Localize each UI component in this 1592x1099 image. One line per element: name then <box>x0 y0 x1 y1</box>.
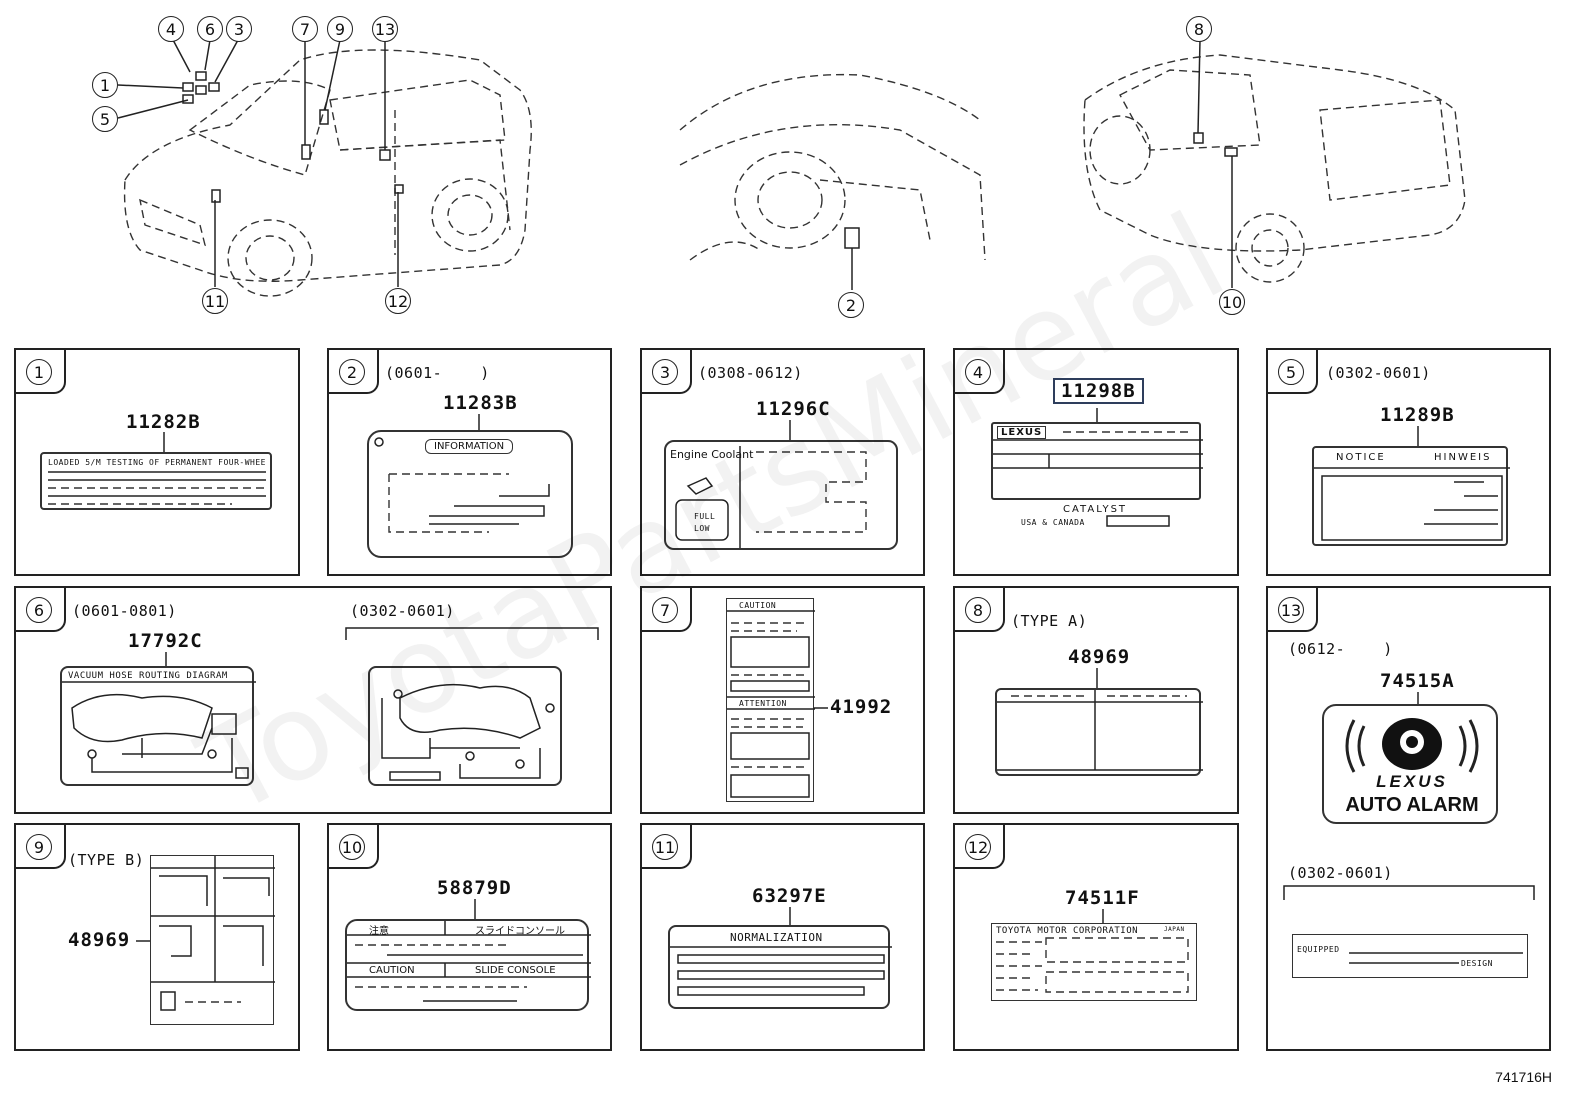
part-number[interactable]: 58879D <box>437 877 512 899</box>
panel-number: 6 <box>26 597 52 623</box>
car-front-view <box>117 37 532 297</box>
production-date-a: (0612- ) <box>1288 640 1393 658</box>
production-date: (0601- ) <box>385 364 490 382</box>
panel-number: 1 <box>26 359 52 385</box>
callout-11: 11 <box>202 288 228 314</box>
label-11289B: NOTICE HINWEIS <box>1312 446 1510 546</box>
panel-number: 3 <box>652 359 678 385</box>
callout-5: 5 <box>92 106 118 132</box>
panel-13: 13 (0612- ) 74515A LEXUS AUTO ALARM (030… <box>1266 586 1551 1051</box>
vehicle-illustrations <box>117 37 1466 297</box>
panel-3: 3 (0308-0612) 11296C Engine Coolant FULL… <box>640 348 925 576</box>
callout-7: 7 <box>292 16 318 42</box>
callout-2: 2 <box>838 292 864 318</box>
part-number[interactable]: 48969 <box>68 929 131 951</box>
part-number[interactable]: 11283B <box>443 392 518 414</box>
panel-10: 10 58879D 注意 スライドコンソール CAUTION SLIDE CON… <box>327 823 612 1051</box>
label-63297E: NORMALIZATION <box>668 925 892 1009</box>
car-rear-view <box>1083 39 1466 288</box>
part-number[interactable]: 17792C <box>128 630 203 652</box>
callout-6: 6 <box>197 16 223 42</box>
part-number[interactable]: 41992 <box>830 696 893 718</box>
panel-12: 12 74511F TOYOTA MOTOR CORPORATION JAPAN <box>953 823 1239 1051</box>
part-number-highlighted[interactable]: 11298B <box>1053 378 1144 404</box>
label-11298B: LEXUS CATALYST <box>991 422 1203 515</box>
callout-1: 1 <box>92 72 118 98</box>
part-number[interactable]: 74515A <box>1380 670 1455 692</box>
panel-number: 7 <box>652 597 678 623</box>
panel-5: 5 (0302-0601) 11289B NOTICE HINWEIS <box>1266 348 1551 576</box>
panel-number: 5 <box>1278 359 1304 385</box>
label-41992: CAUTION ATTENTION <box>726 598 815 802</box>
callout-13: 13 <box>372 16 398 42</box>
diagram-reference: 741716H <box>1495 1069 1552 1085</box>
panel-8: 8 (TYPE A) 48969 <box>953 586 1239 814</box>
label-17792-earlier <box>368 666 562 786</box>
part-number[interactable]: 11296C <box>756 398 831 420</box>
callout-4: 4 <box>158 16 184 42</box>
panel-number: 2 <box>339 359 365 385</box>
panel-6: 6 (0601-0801) (0302-0601) 17792C VACUUM … <box>14 586 612 814</box>
panel-number: 12 <box>965 834 991 860</box>
callout-10: 10 <box>1219 289 1245 315</box>
dashboard-view <box>679 73 986 290</box>
panel-number: 4 <box>965 359 991 385</box>
part-number[interactable]: 11282B <box>126 411 201 433</box>
label-11296C: Engine Coolant FULL LOW <box>664 440 898 550</box>
panel-number: 8 <box>965 597 991 623</box>
label-type: (TYPE A) <box>1011 612 1088 630</box>
label-74515-earlier: EQUIPPED DESIGN <box>1292 934 1528 978</box>
panel-7: 7 CAUTION ATTENTION 41992 <box>640 586 925 814</box>
label-11282B: LOADED 5/M TESTING OF PERMANENT FOUR-WHE… <box>40 452 272 510</box>
label-74511F: TOYOTA MOTOR CORPORATION JAPAN <box>991 923 1197 1001</box>
callout-3: 3 <box>226 16 252 42</box>
panel-11: 11 63297E NORMALIZATION <box>640 823 925 1051</box>
production-date: (0308-0612) <box>698 364 803 382</box>
panel-2: 2 (0601- ) 11283B INFORMATION <box>327 348 612 576</box>
label-48969-type-a <box>995 688 1203 776</box>
production-date: (0302-0601) <box>1326 364 1431 382</box>
callout-8: 8 <box>1186 16 1212 42</box>
panel-1: 1 11282B LOADED 5/M TESTING OF PERMANENT… <box>14 348 300 576</box>
production-date-a: (0601-0801) <box>72 602 177 620</box>
callout-9: 9 <box>327 16 353 42</box>
panel-number: 10 <box>339 834 365 860</box>
panel-number: 13 <box>1278 597 1304 623</box>
part-number[interactable]: 74511F <box>1065 887 1140 909</box>
label-74515A: LEXUS AUTO ALARM <box>1322 704 1498 824</box>
callout-12: 12 <box>385 288 411 314</box>
panel-4: 4 11298B LEXUS CATALYST USA & CANADA <box>953 348 1239 576</box>
production-date-b: (0302-0601) <box>1288 864 1393 882</box>
label-type: (TYPE B) <box>68 851 145 869</box>
panel-number: 11 <box>652 834 678 860</box>
label-17792C: VACUUM HOSE ROUTING DIAGRAM <box>60 666 256 786</box>
label-11283B: INFORMATION <box>367 430 573 558</box>
panel-number: 9 <box>26 834 52 860</box>
panel-9: 9 (TYPE B) 48969 <box>14 823 300 1051</box>
part-number[interactable]: 48969 <box>1068 646 1131 668</box>
part-number[interactable]: 63297E <box>752 885 827 907</box>
label-58879D: 注意 スライドコンソール CAUTION SLIDE CONSOLE <box>345 919 591 1011</box>
part-number[interactable]: 11289B <box>1380 404 1455 426</box>
production-date-b: (0302-0601) <box>350 602 455 620</box>
label-48969-type-b <box>150 855 275 1025</box>
